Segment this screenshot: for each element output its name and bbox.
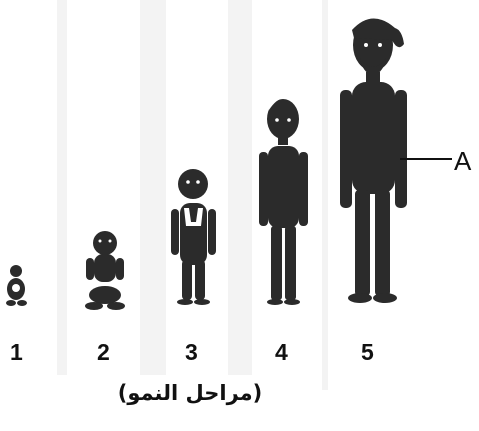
- background-band: [140, 0, 166, 375]
- toddler-leg-left: [182, 260, 192, 300]
- toddler-leg-right: [195, 260, 205, 300]
- stage-number-5: 5: [361, 339, 374, 365]
- toddler-shoe: [177, 299, 193, 305]
- adult-beard: [360, 58, 386, 76]
- diagram-caption: (مراحل النمو): [117, 381, 263, 405]
- infant-diaper-gap: [12, 284, 20, 292]
- boy-arm-left: [259, 152, 268, 226]
- stage-number-2: 2: [97, 339, 110, 365]
- baby-foot-left: [85, 302, 103, 310]
- baby-eye: [108, 239, 112, 243]
- stage-4-boy-figure: [259, 93, 308, 305]
- infant-leg: [17, 300, 27, 306]
- toddler-shirt-gap: [184, 208, 203, 226]
- infant-leg: [6, 300, 16, 306]
- baby-arm-left: [86, 258, 94, 280]
- pointer-label: A: [454, 146, 472, 176]
- background-band: [322, 0, 328, 390]
- background-band: [228, 0, 252, 375]
- toddler-arm-left: [171, 209, 179, 255]
- baby-foot-right: [107, 302, 125, 310]
- stage-2-baby-figure: [85, 231, 125, 310]
- boy-arm-right: [299, 152, 308, 226]
- adult-eye: [364, 43, 368, 47]
- infant-head: [10, 265, 22, 277]
- adult-shoe: [348, 293, 372, 303]
- adult-leg-right: [375, 190, 390, 296]
- toddler-head: [178, 169, 208, 199]
- stage-1-infant-figure: [6, 265, 27, 306]
- adult-eye: [378, 43, 382, 47]
- toddler-arm-right: [208, 209, 216, 255]
- toddler-shoe: [194, 299, 210, 305]
- stage-number-3: 3: [185, 339, 198, 365]
- boy-shoe: [267, 299, 283, 305]
- baby-diaper: [89, 286, 121, 304]
- adult-neck: [366, 72, 380, 82]
- toddler-torso: [180, 203, 207, 265]
- toddler-eye: [186, 180, 190, 184]
- stage-number-1: 1: [10, 339, 23, 365]
- boy-leg-left: [271, 226, 282, 300]
- adult-torso: [352, 82, 395, 194]
- adult-leg-left: [355, 190, 370, 296]
- stage-number-4: 4: [275, 339, 288, 365]
- boy-torso: [268, 146, 299, 228]
- boy-leg-right: [285, 226, 296, 300]
- boy-neck: [278, 137, 288, 145]
- boy-eye: [287, 118, 291, 122]
- adult-cap: [352, 18, 404, 48]
- toddler-eye: [196, 180, 200, 184]
- boy-hair-highlight: [269, 93, 298, 110]
- baby-head: [93, 231, 117, 255]
- background-band: [57, 0, 67, 375]
- stage-5-adult-figure: [340, 18, 407, 303]
- adult-arm-left: [340, 90, 352, 208]
- boy-shoe: [284, 299, 300, 305]
- boy-eye: [275, 118, 279, 122]
- baby-eye: [98, 239, 102, 243]
- baby-torso: [94, 254, 116, 282]
- baby-arm-right: [116, 258, 124, 280]
- stage-3-toddler-figure: [171, 169, 216, 305]
- adult-arm-right: [395, 90, 407, 208]
- adult-shoe: [373, 293, 397, 303]
- boy-head: [267, 99, 299, 139]
